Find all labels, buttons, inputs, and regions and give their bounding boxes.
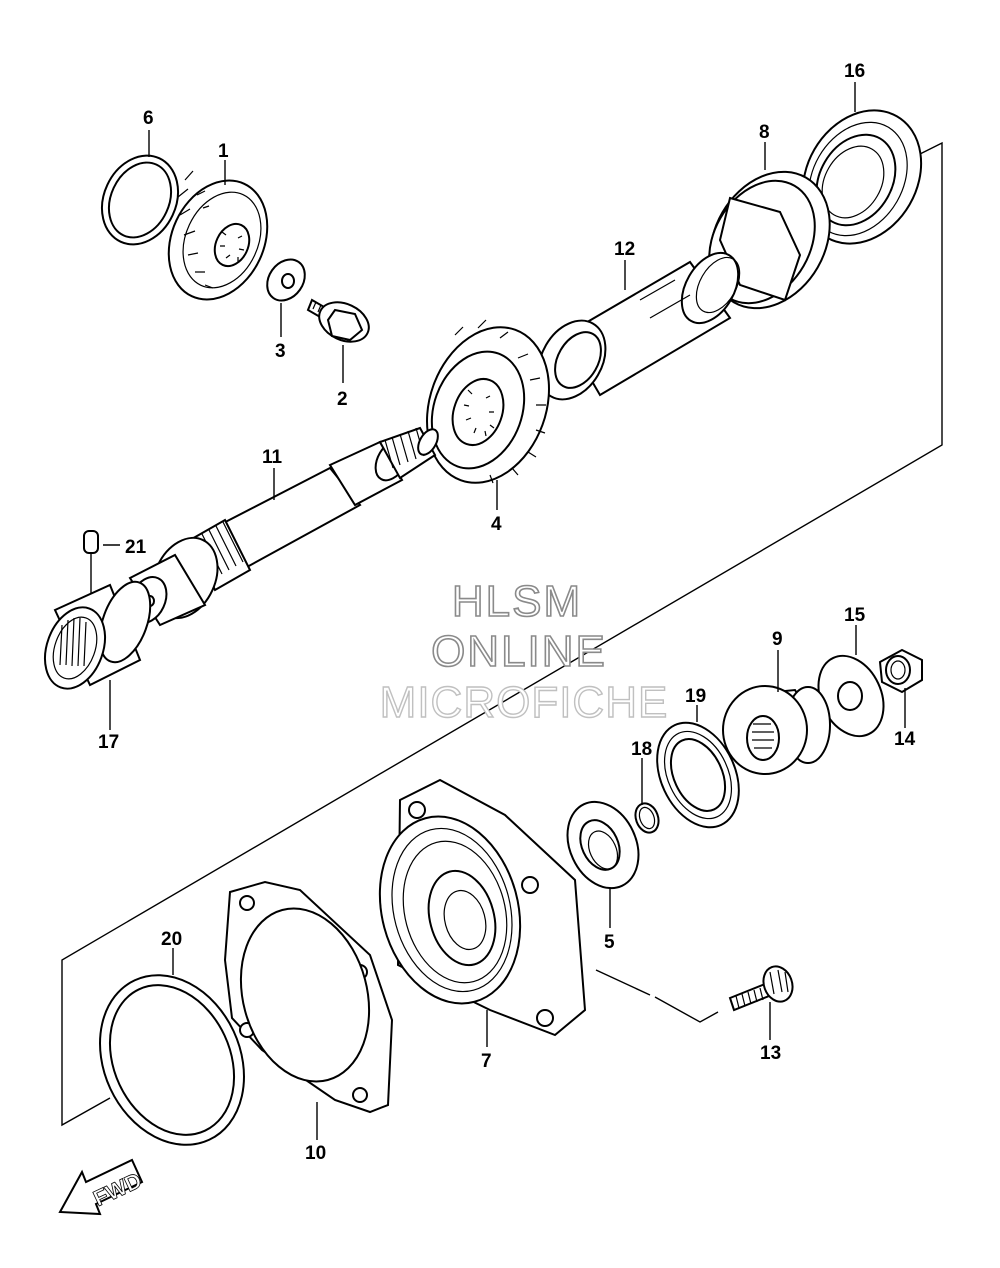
callout-2[interactable]: 2 xyxy=(337,389,348,410)
callout-3[interactable]: 3 xyxy=(275,341,286,362)
part-9-coupler[interactable] xyxy=(722,685,831,775)
callout-15[interactable]: 15 xyxy=(844,605,866,626)
callout-13[interactable]: 13 xyxy=(760,1043,781,1064)
part-3-washer[interactable] xyxy=(259,252,312,308)
part-15-washer[interactable] xyxy=(806,645,896,746)
watermark-line-3: MICROFICHE xyxy=(380,678,669,727)
callout-numbers: 1 2 3 4 5 6 7 8 9 10 11 12 13 14 15 16 1… xyxy=(98,61,916,1164)
fwd-direction-indicator: FWD xyxy=(58,1158,146,1216)
callout-8[interactable]: 8 xyxy=(759,122,770,143)
watermark-line-2: ONLINE xyxy=(431,627,607,676)
callout-16[interactable]: 16 xyxy=(844,61,865,82)
callout-18[interactable]: 18 xyxy=(631,739,652,760)
callout-17[interactable]: 17 xyxy=(98,732,119,753)
part-2-bolt[interactable] xyxy=(306,295,375,350)
callout-4[interactable]: 4 xyxy=(491,514,502,535)
part-11-shaft[interactable] xyxy=(122,426,441,629)
part-4-bevel-gear[interactable] xyxy=(406,310,570,500)
callout-20[interactable]: 20 xyxy=(161,929,182,950)
part-12-sleeve[interactable] xyxy=(525,243,750,411)
callout-6[interactable]: 6 xyxy=(143,108,154,129)
callout-1[interactable]: 1 xyxy=(218,141,229,162)
watermark: HLSM ONLINE MICROFICHE xyxy=(379,576,669,728)
part-10-gasket[interactable] xyxy=(222,880,394,1114)
callout-10[interactable]: 10 xyxy=(305,1143,326,1164)
callout-5[interactable]: 5 xyxy=(604,932,615,953)
callout-7[interactable]: 7 xyxy=(481,1051,492,1072)
part-7-housing[interactable] xyxy=(360,778,587,1037)
part-20-o-ring[interactable] xyxy=(73,952,271,1169)
part-13-bolt[interactable] xyxy=(728,962,797,1012)
part-19-seal[interactable] xyxy=(641,710,755,841)
part-14-nut[interactable] xyxy=(878,648,923,694)
part-18-o-ring[interactable] xyxy=(632,800,663,836)
assembly-boundary-outline xyxy=(61,141,943,1127)
part-1-bevel-gear[interactable] xyxy=(150,164,286,315)
part-6-ring[interactable] xyxy=(88,143,192,257)
part-13-leader xyxy=(595,969,719,1023)
part-16-bearing[interactable] xyxy=(779,89,944,265)
callout-9[interactable]: 9 xyxy=(772,629,783,650)
part-5-bushing[interactable] xyxy=(554,790,652,899)
watermark-line-1: HLSM xyxy=(452,577,582,626)
part-21-pin[interactable] xyxy=(83,530,99,593)
fwd-arrow-icon xyxy=(58,1158,144,1216)
leader-lines xyxy=(103,82,906,1140)
callout-11[interactable]: 11 xyxy=(262,447,283,468)
part-17-needle-bearing[interactable] xyxy=(34,575,160,697)
callout-19[interactable]: 19 xyxy=(685,686,706,707)
callout-12[interactable]: 12 xyxy=(614,239,635,260)
callout-21[interactable]: 21 xyxy=(125,537,147,558)
callout-14[interactable]: 14 xyxy=(894,729,916,750)
